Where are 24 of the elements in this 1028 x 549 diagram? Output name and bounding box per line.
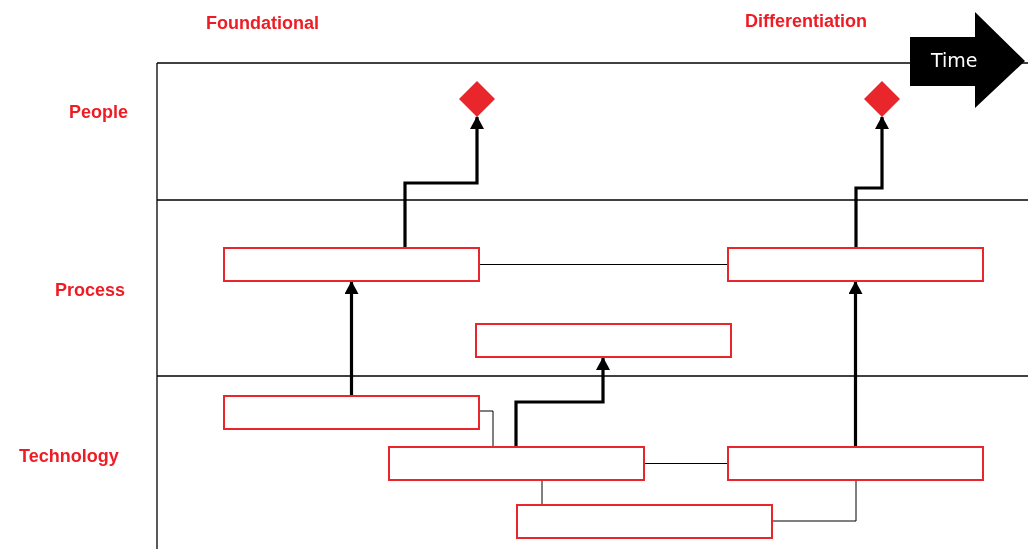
connector-line [479, 410, 494, 447]
connector-line [644, 463, 728, 464]
empty-box [223, 247, 480, 282]
empty-box [727, 247, 984, 282]
connector-line [479, 264, 728, 265]
lane-label: Process [55, 280, 126, 301]
arrow [344, 281, 359, 395]
lane-label: Technology [19, 446, 119, 467]
arrow [848, 281, 863, 446]
empty-box [475, 323, 732, 358]
connector-line [541, 480, 543, 505]
empty-box [727, 446, 984, 481]
empty-box [388, 446, 645, 481]
phase-label: Foundational [206, 13, 319, 34]
arrow [514, 357, 610, 446]
empty-box [516, 504, 773, 539]
phase-label: Differentiation [745, 11, 867, 32]
time-arrow [910, 12, 1025, 108]
empty-box [223, 395, 480, 430]
lane-label: People [69, 102, 129, 123]
arrow [403, 116, 484, 247]
time-label: Time [931, 49, 978, 71]
connector-line [772, 480, 857, 522]
arrow [854, 116, 889, 247]
